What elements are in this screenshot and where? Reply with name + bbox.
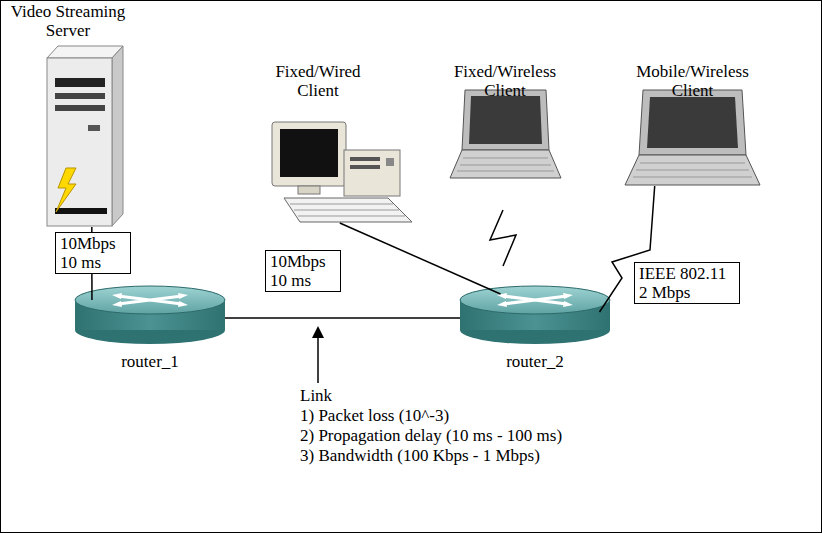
device-label: router_1 [100, 352, 200, 371]
laptop-icon [625, 90, 760, 185]
device-label: Fixed/Wireless Client [445, 62, 565, 100]
link-line [340, 223, 501, 294]
pointer-arrow [317, 336, 319, 383]
link-connector [225, 318, 460, 319]
link-spec-box: 10Mbps 10 ms [265, 250, 341, 292]
device-label: Video Streaming Server [3, 2, 133, 40]
client-node: Mobile/Wireless Client [625, 88, 760, 186]
link-spec-box: 10Mbps 10 ms [55, 232, 131, 274]
server-node: Video Streaming Server [45, 45, 123, 227]
link-line [225, 317, 460, 319]
link-connector [340, 223, 501, 294]
link-property: 1) Packet loss (10^-3) [300, 406, 449, 425]
device-label: router_2 [485, 352, 585, 371]
device-label: Mobile/Wireless Client [630, 62, 755, 100]
router-icon [75, 286, 225, 344]
device-label: Fixed/Wired Client [263, 62, 373, 100]
client-node: Fixed/Wireless Client [450, 88, 560, 180]
server-icon [47, 46, 123, 226]
desktop-icon [272, 122, 412, 222]
laptop-icon [450, 90, 561, 178]
router-icon [460, 286, 610, 344]
link-spec-box: IEEE 802.11 2 Mbps [634, 262, 740, 304]
link-property: 3) Bandwidth (100 Kbps - 1 Mbps) [300, 446, 540, 465]
client-node: Fixed/Wired Client [255, 118, 415, 223]
wireless-bolt [490, 210, 516, 266]
link-property: 2) Propagation delay (10 ms - 100 ms) [300, 426, 562, 445]
pointer-arrowhead [312, 326, 324, 338]
router-node: router_1 [75, 288, 225, 348]
link-title: Link [300, 386, 332, 405]
router-node: router_2 [460, 288, 610, 348]
